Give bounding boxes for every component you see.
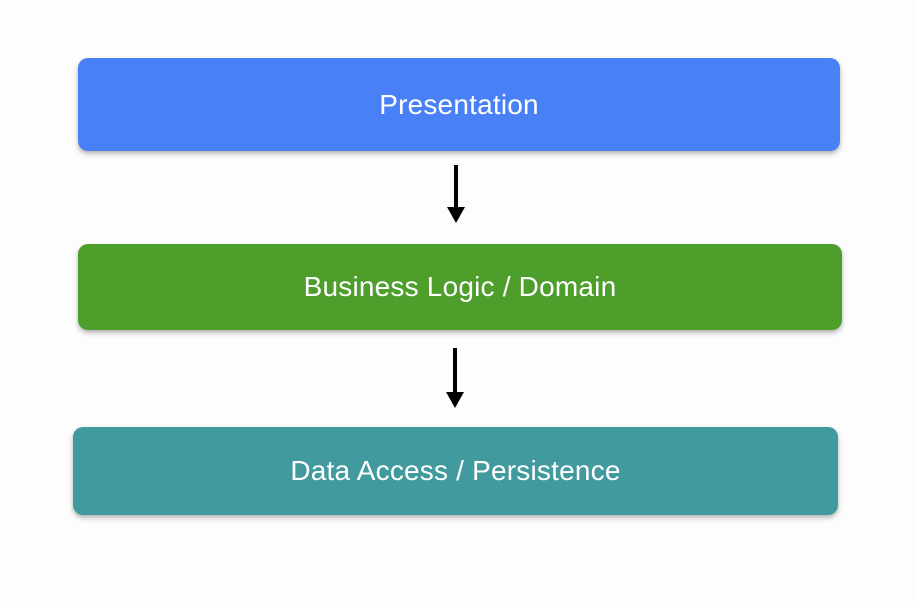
arrow-business-to-data-icon: [436, 347, 474, 410]
layer-box-business-logic[interactable]: Business Logic / Domain: [78, 244, 842, 330]
layer-label-data-access: Data Access / Persistence: [290, 455, 621, 486]
arrow-presentation-to-business-icon: [437, 164, 475, 224]
layer-label-presentation: Presentation: [379, 88, 539, 120]
layer-box-presentation[interactable]: Presentation: [78, 58, 840, 151]
layer-box-data-access[interactable]: Data Access / Persistence: [73, 427, 838, 515]
layer-label-business-logic: Business Logic / Domain: [303, 271, 617, 302]
